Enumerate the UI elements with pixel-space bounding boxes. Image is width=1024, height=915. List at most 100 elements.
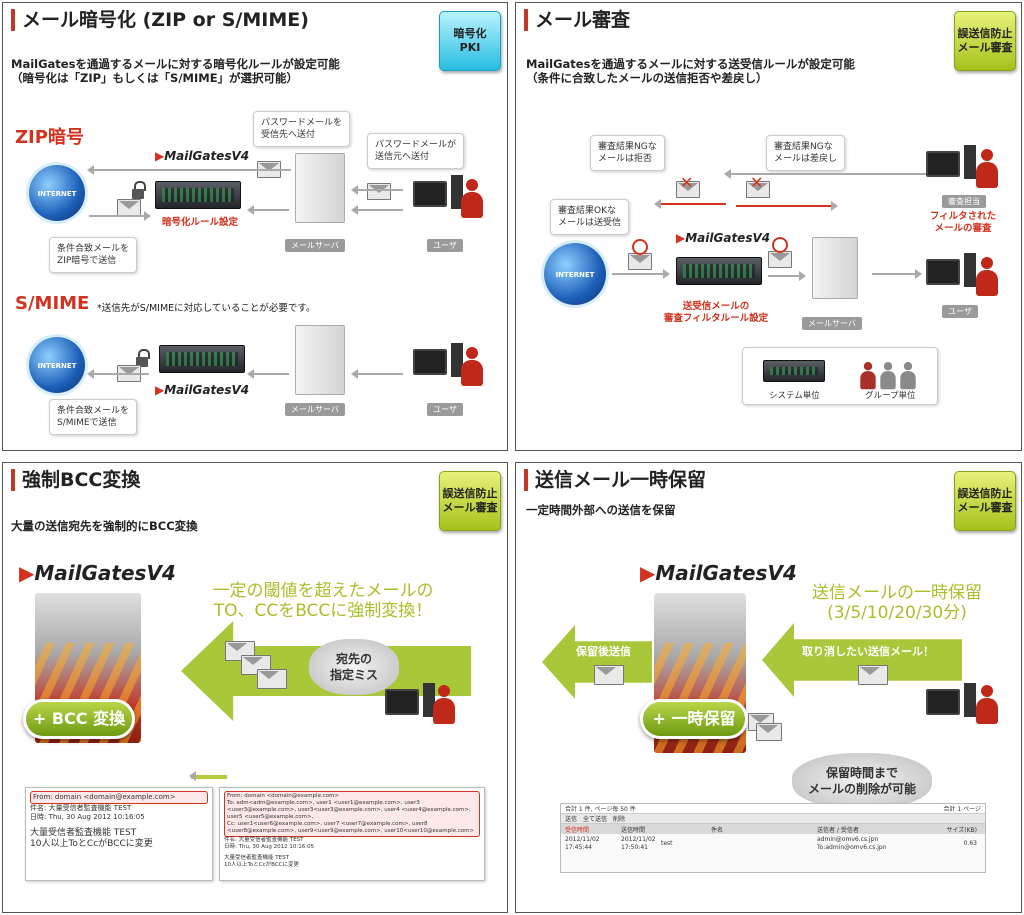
- envelope-icon: [367, 183, 391, 200]
- ok-mark-icon: [632, 239, 648, 255]
- panel-review: メール審査 誤送信防止 メール審査 MailGatesを通過するメールに対する送…: [515, 2, 1022, 451]
- col-addr[interactable]: 送信者 / 受信者: [817, 826, 859, 834]
- cell-subject: test: [661, 840, 673, 847]
- internet-globe: INTERNET: [29, 337, 85, 393]
- system-unit-label: システム単位: [769, 391, 820, 401]
- reject-mark-icon: ✕: [750, 173, 764, 192]
- subtitle: MailGatesを通過するメールに対する暗号化ルールが設定可能: [11, 57, 340, 71]
- cancel-label: 取り消したい送信メール！: [802, 645, 934, 658]
- mail-server-label: メールサーバ: [285, 403, 345, 416]
- mail-cc: Cc: user1<user6@example.com>, user7 <use…: [227, 821, 475, 834]
- arrow-left: [247, 369, 289, 379]
- user-label: ユーザ: [427, 239, 463, 252]
- smime-note: *送信先がS/MIMEに対応していることが必要です。: [97, 303, 316, 314]
- note-return: 審査結果NGな メールは差戻し: [766, 135, 846, 171]
- panel-title: 送信メール一時保留: [524, 469, 706, 491]
- delete-button[interactable]: 削除: [613, 816, 626, 823]
- table-count: 合計 1 件, ページ毎 50 件: [565, 806, 636, 813]
- subtitle-2: （暗号化は「ZIP」もしくは「S/MIME」が選択可能）: [11, 71, 299, 85]
- send-button[interactable]: 送信: [565, 816, 578, 823]
- col-subject[interactable]: 件名: [711, 826, 724, 834]
- envelope-icon: [257, 669, 287, 689]
- badge-review: 誤送信防止 メール審査: [954, 471, 1016, 531]
- cell-addr: admin@omv6.cs.jpn To:admin@omv6.cs.jpn: [817, 836, 887, 851]
- mail-date: 日時: Thu, 30 Aug 2012 10:16:05: [30, 813, 145, 821]
- panel-title: メール審査: [524, 9, 630, 31]
- internet-globe: INTERNET: [544, 243, 606, 305]
- note-password-src: パスワードメールが 送信元へ送付: [367, 133, 465, 169]
- col-send[interactable]: 送信時間: [621, 826, 646, 834]
- subtitle: 一定時間外部への送信を保留: [526, 503, 676, 517]
- col-recv[interactable]: 受信時間: [565, 826, 590, 834]
- panel-hold: 送信メール一時保留 誤送信防止 メール審査 一定時間外部への送信を保留 ▶Mai…: [515, 462, 1022, 913]
- mail-server-label: メールサーバ: [802, 317, 862, 330]
- user-label: ユーザ: [942, 305, 978, 318]
- mail-server-icon: [812, 237, 858, 299]
- held-mail-table: 合計 1 件, ページ毎 50 件 合計 1 ページ 送信 全て送信 削除 受信…: [560, 803, 986, 873]
- arrow-left: [87, 165, 291, 175]
- deletable-burst: 保留時間まで メールの削除が可能: [792, 753, 932, 809]
- mailgates-logo: ▶MailGatesV4: [676, 231, 771, 245]
- after-hold-arrow: [542, 625, 652, 699]
- mailgates-appliance: [155, 181, 241, 209]
- panel-encryption: メール暗号化 (ZIP or S/MIME) 暗号化 PKI MailGates…: [2, 2, 508, 451]
- mailgates-logo: ▶MailGatesV4: [155, 149, 250, 163]
- subtitle: MailGatesを通過するメールに対する送受信ルールが設定可能: [526, 57, 855, 71]
- zip-label: ZIP暗号: [15, 127, 84, 148]
- mailgates-logo: ▶MailGatesV4: [640, 561, 797, 585]
- arrow-left: [351, 369, 403, 379]
- table-row[interactable]: 2012/11/02 17:45:44 2012/11/02 17:50:41 …: [561, 834, 985, 854]
- mail-to: To: adm<adm@example.com>, user1 <user1@e…: [227, 800, 471, 820]
- note-ok: 審査結果OKな メールは送受信: [550, 199, 630, 235]
- mail-server-icon: [295, 325, 345, 395]
- arrow-left: [351, 185, 403, 195]
- mail-body: 10人以上ToとCcがBCCに変更: [224, 862, 300, 868]
- ok-mark-icon: [772, 237, 788, 253]
- envelope-icon: [628, 253, 652, 270]
- mailgates-appliance: [159, 345, 245, 373]
- reviewer-text: フィルタされた メールの審査: [929, 211, 997, 234]
- internet-globe: INTERNET: [29, 165, 85, 221]
- group-user-icon: [900, 362, 916, 390]
- hold-button: + 一時保留: [640, 699, 748, 739]
- mail-server-icon: [295, 153, 345, 223]
- cell-size: 0.63: [963, 840, 977, 847]
- send-all-button[interactable]: 全て送信: [583, 816, 608, 823]
- mail-from: From: domain <domain@example.com>: [227, 793, 340, 799]
- col-size[interactable]: サイズ(KB): [946, 826, 977, 834]
- after-hold-label: 保留後送信: [576, 645, 631, 658]
- reviewer-label: 審査担当: [942, 195, 986, 208]
- system-appliance-icon: [763, 360, 825, 382]
- envelope-icon: [756, 723, 782, 741]
- subtitle: 大量の送信宛先を強制的にBCC変換: [11, 519, 198, 533]
- mail-body: 大量受信者監査機能 TEST: [30, 828, 137, 838]
- curved-arrow-icon: [189, 771, 227, 781]
- mail-server-label: メールサーバ: [285, 239, 345, 252]
- badge-pki: 暗号化 PKI: [439, 11, 501, 71]
- reviewer-icon: [976, 149, 998, 189]
- mail-after: From: domain <domain@example.com> 件名: 大量…: [25, 787, 213, 881]
- user-icon: [461, 179, 483, 219]
- note-password-dest: パスワードメールを 受信先へ送付: [253, 111, 351, 147]
- user-label: ユーザ: [427, 403, 463, 416]
- unit-box: システム単位 グループ単位: [742, 347, 938, 405]
- mail-header-block: From: domain <domain@example.com> To: ad…: [224, 791, 480, 837]
- bcc-convert-button: + BCC 変換: [23, 699, 135, 739]
- user-icon: [976, 685, 998, 725]
- envelope-icon: [858, 665, 888, 685]
- arrow-right: [612, 269, 670, 279]
- table-header: 受信時間 送信時間 件名 送信者 / 受信者 サイズ(KB): [561, 824, 985, 834]
- arrow-right: [89, 211, 151, 221]
- reject-mark-icon: ✕: [680, 173, 694, 192]
- arrow-right: [872, 269, 922, 279]
- rule-label: 送受信メールの 審査フィルタルール設定: [663, 301, 769, 324]
- envelope-icon: [768, 251, 792, 268]
- panel-title: メール暗号化 (ZIP or S/MIME): [11, 9, 309, 31]
- lock-icon: [131, 181, 146, 199]
- group-unit-label: グループ単位: [865, 391, 916, 401]
- arrow-left: [724, 169, 926, 179]
- cell-recv: 2012/11/02 17:45:44: [565, 836, 600, 851]
- cancel-arrow: [762, 623, 962, 697]
- mail-subject: 件名: 大量受信者監査機能 TEST: [224, 837, 304, 843]
- user-icon: [433, 685, 455, 725]
